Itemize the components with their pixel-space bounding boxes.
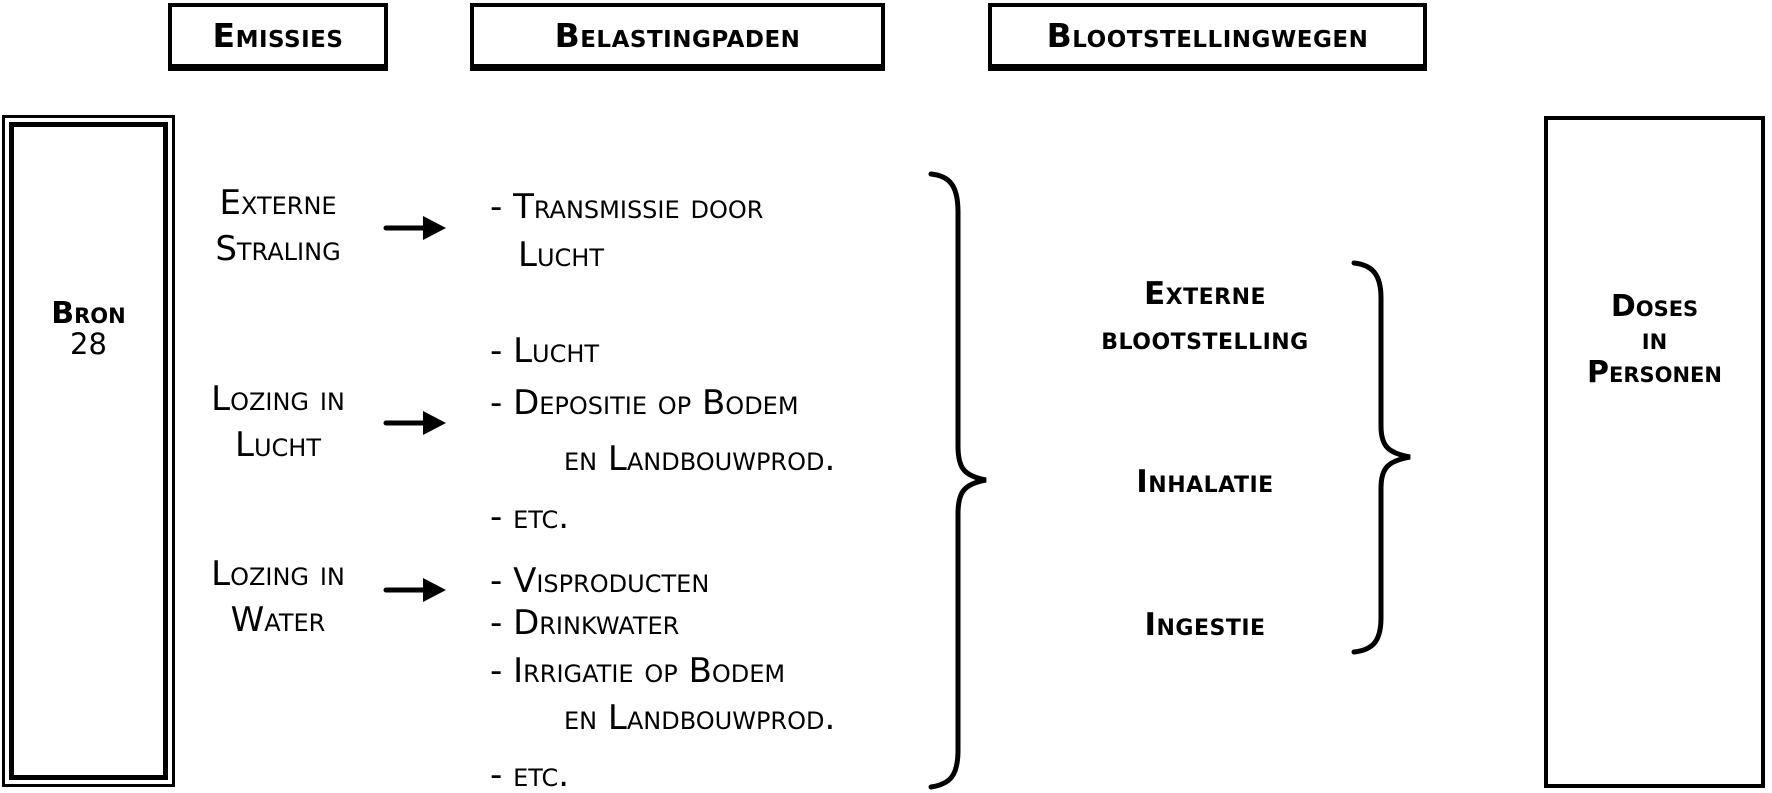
left-curly-brace bbox=[928, 171, 987, 790]
emission-label-line: Lozing in bbox=[211, 554, 345, 594]
path-item-wrap: en Landbouwprod. bbox=[564, 698, 836, 738]
path-item: - Drinkwater bbox=[490, 603, 680, 643]
source-box bbox=[2, 115, 175, 787]
path-item: - Transmissie door bbox=[490, 187, 764, 227]
path-item: - Irrigatie op Bodem bbox=[490, 651, 786, 691]
header-emissies-label: Emissies bbox=[212, 16, 344, 55]
source-number: 28 bbox=[70, 327, 107, 361]
path-item: - Depositie op Bodem bbox=[490, 383, 799, 423]
doses-box bbox=[1544, 116, 1765, 788]
path-item: - etc. bbox=[490, 755, 570, 793]
header-blootstellingwegen: Blootstellingwegen bbox=[988, 3, 1427, 68]
emission-label-line: Water bbox=[230, 600, 326, 640]
path-item-wrap: en Landbouwprod. bbox=[564, 439, 836, 479]
right-arrow-icon bbox=[383, 578, 446, 602]
path-item: - etc. bbox=[490, 497, 570, 537]
doses-line: in bbox=[1641, 322, 1668, 357]
right-arrow-icon bbox=[383, 411, 446, 435]
emission-label-lozing-in-water: Lozing in Water bbox=[178, 551, 378, 643]
exposure-label-line: blootstelling bbox=[1101, 321, 1309, 357]
emission-label-externe-straling: Externe Straling bbox=[178, 180, 378, 272]
doses-line: Doses bbox=[1610, 289, 1699, 324]
exposure-label-ingestie: Ingestie bbox=[1144, 607, 1266, 643]
source-box-text: Bron 28 bbox=[2, 296, 175, 361]
source-box-inner-border bbox=[9, 122, 168, 780]
emission-label-line: Lozing in bbox=[211, 379, 345, 419]
emission-label-line: Lucht bbox=[235, 425, 321, 465]
exposure-label-line: Externe bbox=[1143, 276, 1267, 312]
emission-label-line: Straling bbox=[215, 229, 341, 269]
header-emissies: Emissies bbox=[168, 3, 388, 68]
path-item: - Lucht bbox=[490, 331, 600, 371]
doses-box-text: Doses in Personen bbox=[1544, 290, 1765, 389]
doses-line: Personen bbox=[1587, 355, 1722, 390]
header-blootstellingwegen-label: Blootstellingwegen bbox=[1046, 16, 1369, 55]
header-belastingpaden: Belastingpaden bbox=[470, 3, 885, 68]
path-item: - Visproducten bbox=[490, 561, 710, 601]
source-title: Bron bbox=[51, 296, 126, 331]
exposure-label-externe-blootstelling: Externe blootstelling bbox=[1005, 272, 1405, 362]
right-arrow-icon bbox=[383, 216, 446, 240]
emission-label-line: Externe bbox=[219, 183, 337, 223]
exposure-label-inhalatie: Inhalatie bbox=[1136, 464, 1274, 500]
path-item-wrap: Lucht bbox=[518, 235, 604, 275]
header-belastingpaden-label: Belastingpaden bbox=[554, 16, 801, 55]
emission-label-lozing-in-lucht: Lozing in Lucht bbox=[178, 376, 378, 468]
